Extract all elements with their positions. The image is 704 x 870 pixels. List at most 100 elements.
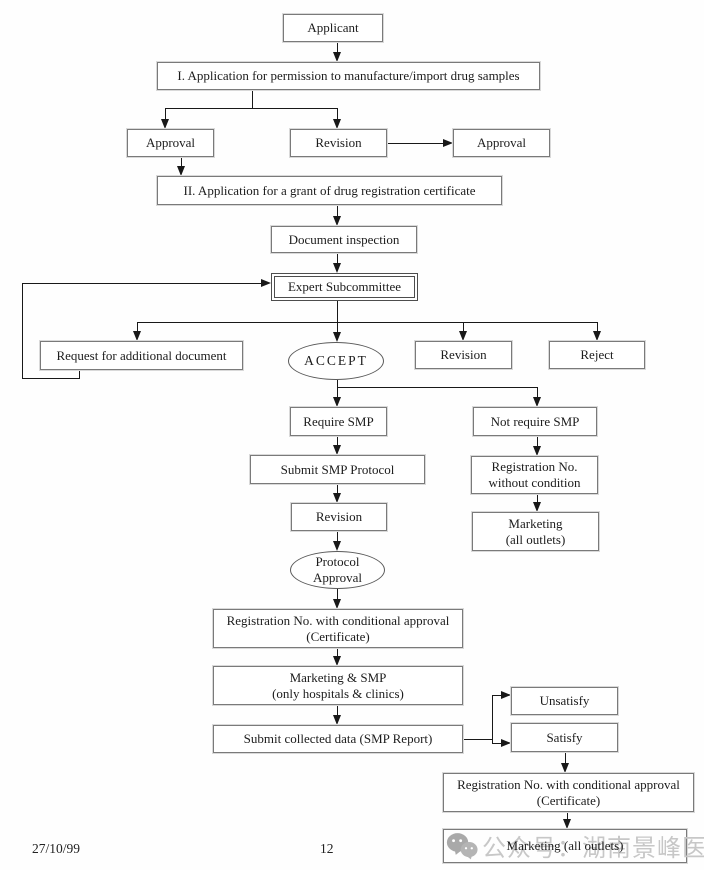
node-approval-1: Approval: [127, 129, 214, 157]
node-revision-2: Revision: [415, 341, 512, 369]
node-revision-2-label: Revision: [440, 347, 487, 363]
flow-arrowhead-down: [333, 541, 341, 551]
flow-arrowhead-down: [333, 263, 341, 273]
flow-line: [337, 589, 339, 599]
flow-line: [537, 387, 539, 397]
flow-line: [22, 378, 80, 380]
flow-line: [137, 322, 139, 331]
node-revision-1-label: Revision: [315, 135, 362, 151]
node-applicant: Applicant: [283, 14, 383, 42]
node-submit-smp-protocol-label: Submit SMP Protocol: [280, 461, 395, 477]
node-step2-label: II. Application for a grant of drug regi…: [183, 182, 476, 198]
flow-line: [252, 90, 254, 108]
node-revision-3-label: Revision: [315, 509, 363, 525]
flow-line: [463, 739, 492, 741]
flow-arrowhead-right: [443, 139, 453, 147]
node-accept: ACCEPT: [288, 342, 384, 380]
flow-arrowhead-right: [501, 691, 511, 699]
node-document-inspection-label: Document inspection: [288, 231, 400, 247]
flow-arrowhead-down: [333, 119, 341, 129]
node-approval-1-label: Approval: [145, 135, 196, 151]
flow-line: [165, 108, 167, 119]
node-unsatisfy: Unsatisfy: [511, 687, 618, 715]
flow-arrowhead-down: [533, 502, 541, 512]
node-step2: II. Application for a grant of drug regi…: [157, 176, 502, 205]
node-registration-no-without-condition-label: Registration No. without condition: [488, 459, 581, 490]
flow-arrowhead-down: [533, 446, 541, 456]
node-accept-label: ACCEPT: [304, 352, 368, 368]
flow-line: [492, 743, 502, 745]
node-marketing-all-outlets-1: Marketing (all outlets): [472, 512, 599, 551]
flow-arrowhead-down: [563, 819, 571, 829]
node-protocol-approval-label: Protocol Approval: [312, 554, 363, 585]
wechat-watermark: 公众号：湖南景峰医药: [446, 828, 704, 863]
node-registration-no-conditional-1-label: Registration No. with conditional approv…: [226, 612, 450, 644]
flow-line: [337, 531, 339, 541]
flow-arrowhead-down: [333, 332, 341, 342]
node-registration-no-without-condition: Registration No. without condition: [471, 456, 598, 494]
node-satisfy: Satisfy: [511, 723, 618, 752]
flow-arrowhead-down: [333, 52, 341, 62]
flow-line: [492, 695, 494, 743]
node-marketing-all-outlets-2-label: Marketing (all outlets): [506, 838, 624, 854]
node-marketing-smp: Marketing & SMP (only hospitals & clinic…: [213, 666, 463, 705]
flow-line: [537, 494, 539, 502]
node-not-require-smp-label: Not require SMP: [490, 413, 580, 429]
node-require-smp-label: Require SMP: [303, 413, 374, 429]
flow-line: [337, 705, 339, 715]
flow-arrowhead-right: [501, 739, 511, 747]
node-expert-subcommittee-label: Expert Subcommittee: [287, 279, 401, 295]
flow-line: [337, 380, 339, 397]
node-not-require-smp: Not require SMP: [473, 407, 597, 436]
flow-line: [337, 253, 339, 263]
node-request-additional-document-label: Request for additional document: [56, 347, 227, 363]
flow-arrowhead-down: [333, 599, 341, 609]
node-step1-label: I. Application for permission to manufac…: [177, 68, 520, 84]
flow-line: [337, 108, 339, 119]
node-registration-no-conditional-2: Registration No. with conditional approv…: [443, 773, 694, 812]
flow-arrowhead-down: [333, 656, 341, 666]
flow-line: [565, 752, 567, 763]
node-marketing-all-outlets-2: Marketing (all outlets): [443, 829, 687, 863]
flow-arrowhead-down: [561, 763, 569, 773]
flow-line: [165, 108, 338, 110]
node-revision-1: Revision: [290, 129, 387, 157]
flow-line: [337, 436, 339, 445]
flow-line: [337, 648, 339, 656]
flow-line: [492, 695, 502, 697]
flow-line: [337, 205, 339, 216]
footer-date: 27/10/99: [32, 841, 81, 856]
flow-line: [537, 436, 539, 446]
node-document-inspection: Document inspection: [271, 226, 417, 253]
node-revision-3: Revision: [291, 503, 387, 531]
node-applicant-label: Applicant: [307, 20, 359, 36]
footer-page-number: 12: [320, 841, 334, 856]
node-registration-no-conditional-2-label: Registration No. with conditional approv…: [457, 776, 680, 808]
node-marketing-all-outlets-1-label: Marketing (all outlets): [505, 515, 566, 547]
wechat-watermark-text: 公众号：湖南景峰医药: [482, 835, 704, 862]
flow-arrowhead-right: [261, 279, 271, 287]
flow-arrowhead-down: [333, 397, 341, 407]
node-registration-no-conditional-1: Registration No. with conditional approv…: [213, 609, 463, 648]
flow-arrowhead-down: [133, 331, 141, 341]
node-submit-collected-data-label: Submit collected data (SMP Report): [243, 731, 433, 747]
node-approval-2-label: Approval: [476, 135, 527, 151]
flow-arrowhead-down: [459, 331, 467, 341]
node-protocol-approval: Protocol Approval: [290, 551, 385, 589]
flow-line: [337, 484, 339, 493]
node-marketing-smp-label: Marketing & SMP (only hospitals & clinic…: [272, 669, 404, 701]
node-submit-collected-data: Submit collected data (SMP Report): [213, 725, 463, 753]
flow-arrowhead-down: [333, 216, 341, 226]
node-require-smp: Require SMP: [290, 407, 387, 436]
flow-line: [137, 322, 598, 324]
flow-arrowhead-down: [333, 715, 341, 725]
node-request-additional-document: Request for additional document: [40, 341, 243, 370]
flow-line: [337, 42, 339, 52]
node-submit-smp-protocol: Submit SMP Protocol: [250, 455, 425, 484]
node-satisfy-label: Satisfy: [546, 729, 583, 745]
flow-line: [22, 283, 24, 378]
flow-arrowhead-down: [333, 493, 341, 503]
node-expert-subcommittee: Expert Subcommittee: [271, 273, 418, 301]
node-step1: I. Application for permission to manufac…: [157, 62, 540, 90]
node-unsatisfy-label: Unsatisfy: [539, 693, 590, 709]
